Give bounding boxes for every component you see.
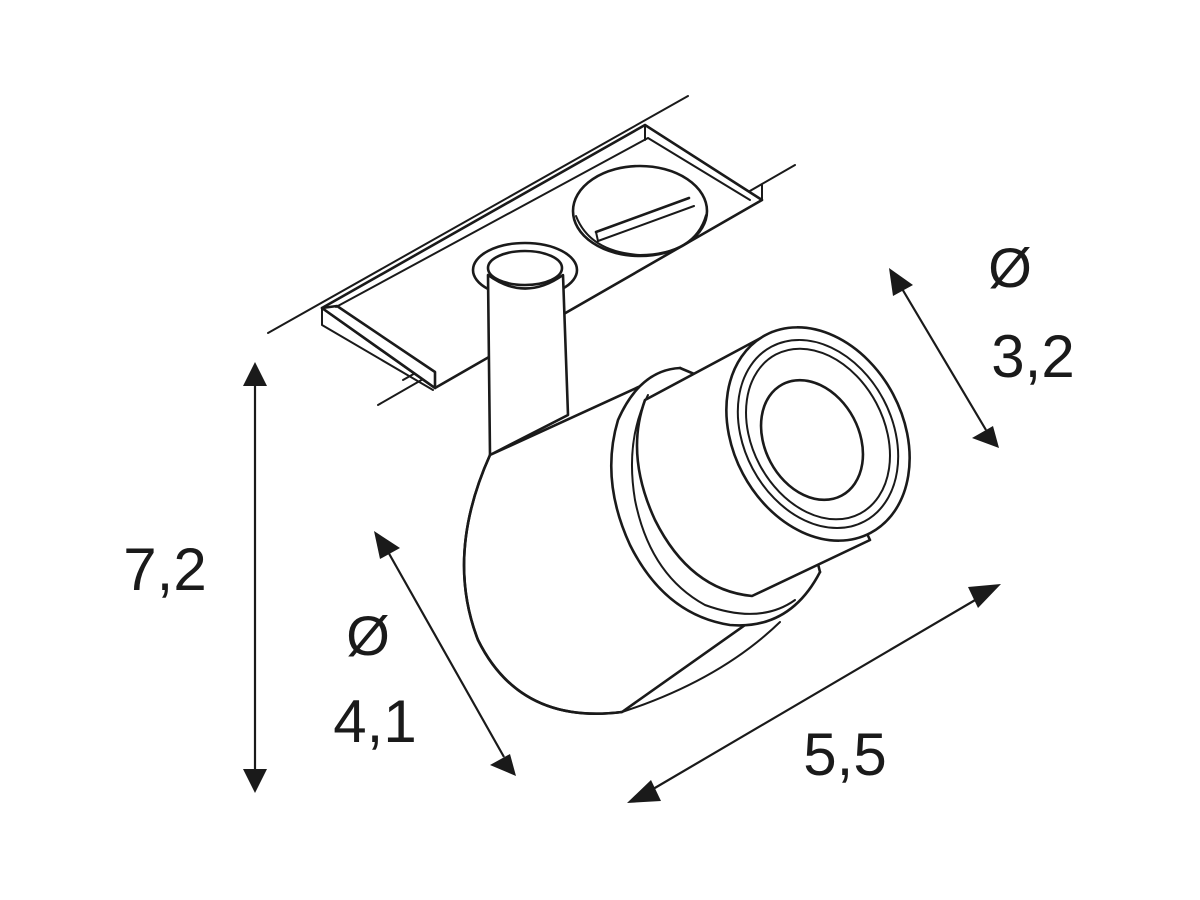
dimension-lens-diameter-arrow-bottom xyxy=(972,426,999,448)
adapter-lock-knob xyxy=(571,164,709,258)
dimension-length: 5,5 xyxy=(627,584,1001,803)
dimension-housing-diameter-label: 4,1 xyxy=(333,688,416,755)
dimension-height: 7,2 xyxy=(123,362,267,793)
dimension-length-arrow-right xyxy=(968,584,1001,608)
dimension-lens-diameter: Ø 3,2 xyxy=(889,236,1075,448)
dimension-lens-diameter-line xyxy=(900,286,987,431)
dimension-length-arrow-left xyxy=(627,780,661,803)
housing-diameter-symbol: Ø xyxy=(346,604,390,667)
dimension-height-label: 7,2 xyxy=(123,536,206,603)
dimension-length-line xyxy=(647,595,983,793)
dimension-housing-diameter-arrow-bottom xyxy=(490,754,516,776)
dimension-housing-diameter: Ø 4,1 xyxy=(333,531,516,776)
spotlight-stem xyxy=(471,241,579,457)
dimension-lens-diameter-label: 3,2 xyxy=(991,323,1074,390)
lens-diameter-symbol: Ø xyxy=(988,236,1032,299)
dimension-height-arrow-bottom xyxy=(243,769,267,793)
lens-barrel xyxy=(635,326,911,598)
dimension-length-label: 5,5 xyxy=(803,721,886,788)
dimension-lens-diameter-arrow-top xyxy=(889,268,913,296)
dimension-housing-diameter-line xyxy=(386,549,505,758)
dimension-housing-diameter-arrow-top xyxy=(374,531,400,559)
dimension-height-arrow-top xyxy=(243,362,267,386)
